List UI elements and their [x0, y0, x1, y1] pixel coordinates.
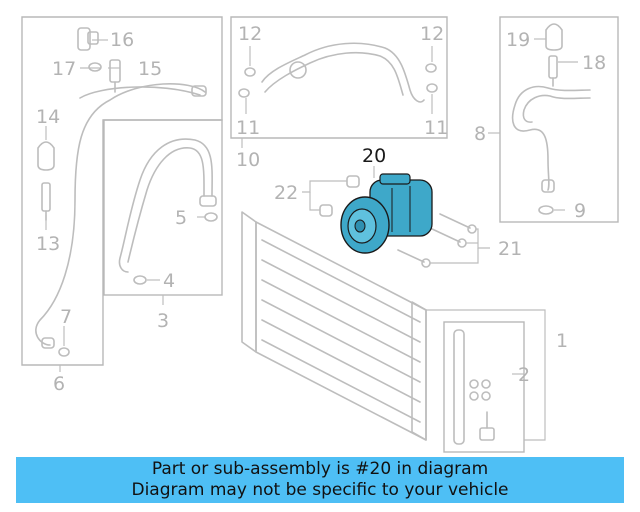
- hose-6: [35, 83, 207, 349]
- valve-18: [548, 55, 558, 87]
- callout-17: 17: [52, 58, 76, 80]
- oring-11-right: [426, 83, 438, 93]
- callout-15: 15: [138, 58, 162, 80]
- oring-5: [204, 212, 218, 222]
- callout-8: 8: [474, 123, 486, 145]
- bolts-21: [397, 213, 477, 268]
- callout-3: 3: [157, 310, 169, 332]
- hose-3: [118, 138, 217, 273]
- callout-18: 18: [582, 52, 606, 74]
- callout-6: 6: [53, 373, 65, 395]
- callout-1: 1: [556, 330, 568, 352]
- oring-11-left: [238, 88, 250, 98]
- valve-13: [41, 182, 51, 221]
- frame-right: [499, 16, 619, 223]
- nut-22-lower: [319, 204, 333, 217]
- leader-lines: [45, 38, 578, 441]
- callout-13: 13: [36, 233, 60, 255]
- oring-12-left: [244, 67, 256, 77]
- callout-9: 9: [574, 200, 586, 222]
- callout-20: 20: [362, 145, 386, 167]
- cap-14: [37, 141, 55, 171]
- condenser-1: [241, 211, 427, 441]
- info-banner: Part or sub-assembly is #20 in diagram D…: [16, 457, 624, 503]
- nut-22-upper: [346, 175, 360, 188]
- hose-10: [261, 42, 425, 103]
- callout-11-left: 11: [236, 117, 260, 139]
- banner-line-1: Part or sub-assembly is #20 in diagram: [151, 459, 489, 479]
- sensor-16: [77, 27, 99, 51]
- oring-9: [538, 205, 554, 215]
- oring-4: [133, 275, 147, 285]
- callout-12-right: 12: [420, 23, 444, 45]
- callout-14: 14: [36, 106, 60, 128]
- callout-2: 2: [518, 364, 530, 386]
- hose-8: [511, 85, 591, 193]
- oring-7: [58, 347, 70, 357]
- frame-left: [21, 16, 223, 366]
- callout-4: 4: [163, 270, 175, 292]
- callout-21: 21: [498, 238, 522, 260]
- oring-12-right: [425, 63, 437, 73]
- oring-17: [88, 62, 102, 72]
- callout-10: 10: [236, 149, 260, 171]
- ac-compressor-20: [340, 173, 433, 254]
- callout-7: 7: [60, 306, 72, 328]
- cap-19: [545, 23, 563, 51]
- callout-12-left: 12: [238, 23, 262, 45]
- banner-line-2: Diagram may not be specific to your vehi…: [131, 480, 509, 500]
- callout-19: 19: [506, 29, 530, 51]
- receiver-drier-2: [443, 321, 525, 453]
- frame-top-middle: [230, 16, 448, 139]
- callout-16: 16: [110, 29, 134, 51]
- valve-15: [109, 59, 121, 93]
- callout-5: 5: [175, 207, 187, 229]
- callout-11-right: 11: [424, 117, 448, 139]
- callout-22: 22: [274, 182, 298, 204]
